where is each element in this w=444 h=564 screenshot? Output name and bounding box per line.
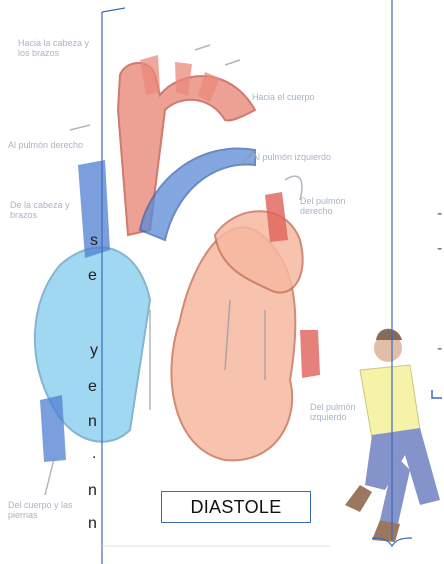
label-from-right-lung: Del pulmón derecho xyxy=(300,196,360,217)
label-head-arms: Hacia la cabeza y los brazos xyxy=(18,38,90,59)
frame-top-line xyxy=(102,8,125,12)
cut-text-left-2: e xyxy=(88,267,97,285)
flow-arrow xyxy=(195,45,210,50)
blue-mark xyxy=(432,390,442,398)
label-from-body: Del cuerpo y las piernas xyxy=(8,500,78,521)
label-left-lung: Al pulmón izquierdo xyxy=(252,152,352,162)
inferior-vena-cava xyxy=(40,395,66,462)
flow-arrow xyxy=(225,60,240,65)
flow-arrow xyxy=(70,125,90,130)
cut-text-left-5: n xyxy=(88,413,97,431)
cut-text-right-1: - xyxy=(437,205,442,223)
label-body: Hacia el cuerpo xyxy=(252,92,332,102)
cut-text-right-3: - xyxy=(437,340,442,358)
label-right-lung: Al pulmón derecho xyxy=(8,140,98,150)
cut-text-left-8: n xyxy=(88,515,97,533)
cut-text-right-2: - xyxy=(437,240,442,258)
cut-text-left-7: n xyxy=(88,482,97,500)
cut-text-left-6: . xyxy=(92,445,96,463)
cut-text-left-1: s xyxy=(90,232,98,250)
label-from-head: De la cabeza y brazos xyxy=(10,200,70,221)
cut-text-left-3: y xyxy=(90,342,98,360)
diastole-caption: DIASTOLE xyxy=(161,491,311,523)
pulmonary-vein-left xyxy=(300,330,320,378)
cut-text-left-4: e xyxy=(88,378,97,396)
label-from-left-lung: Del pulmón izquierdo xyxy=(310,402,370,423)
